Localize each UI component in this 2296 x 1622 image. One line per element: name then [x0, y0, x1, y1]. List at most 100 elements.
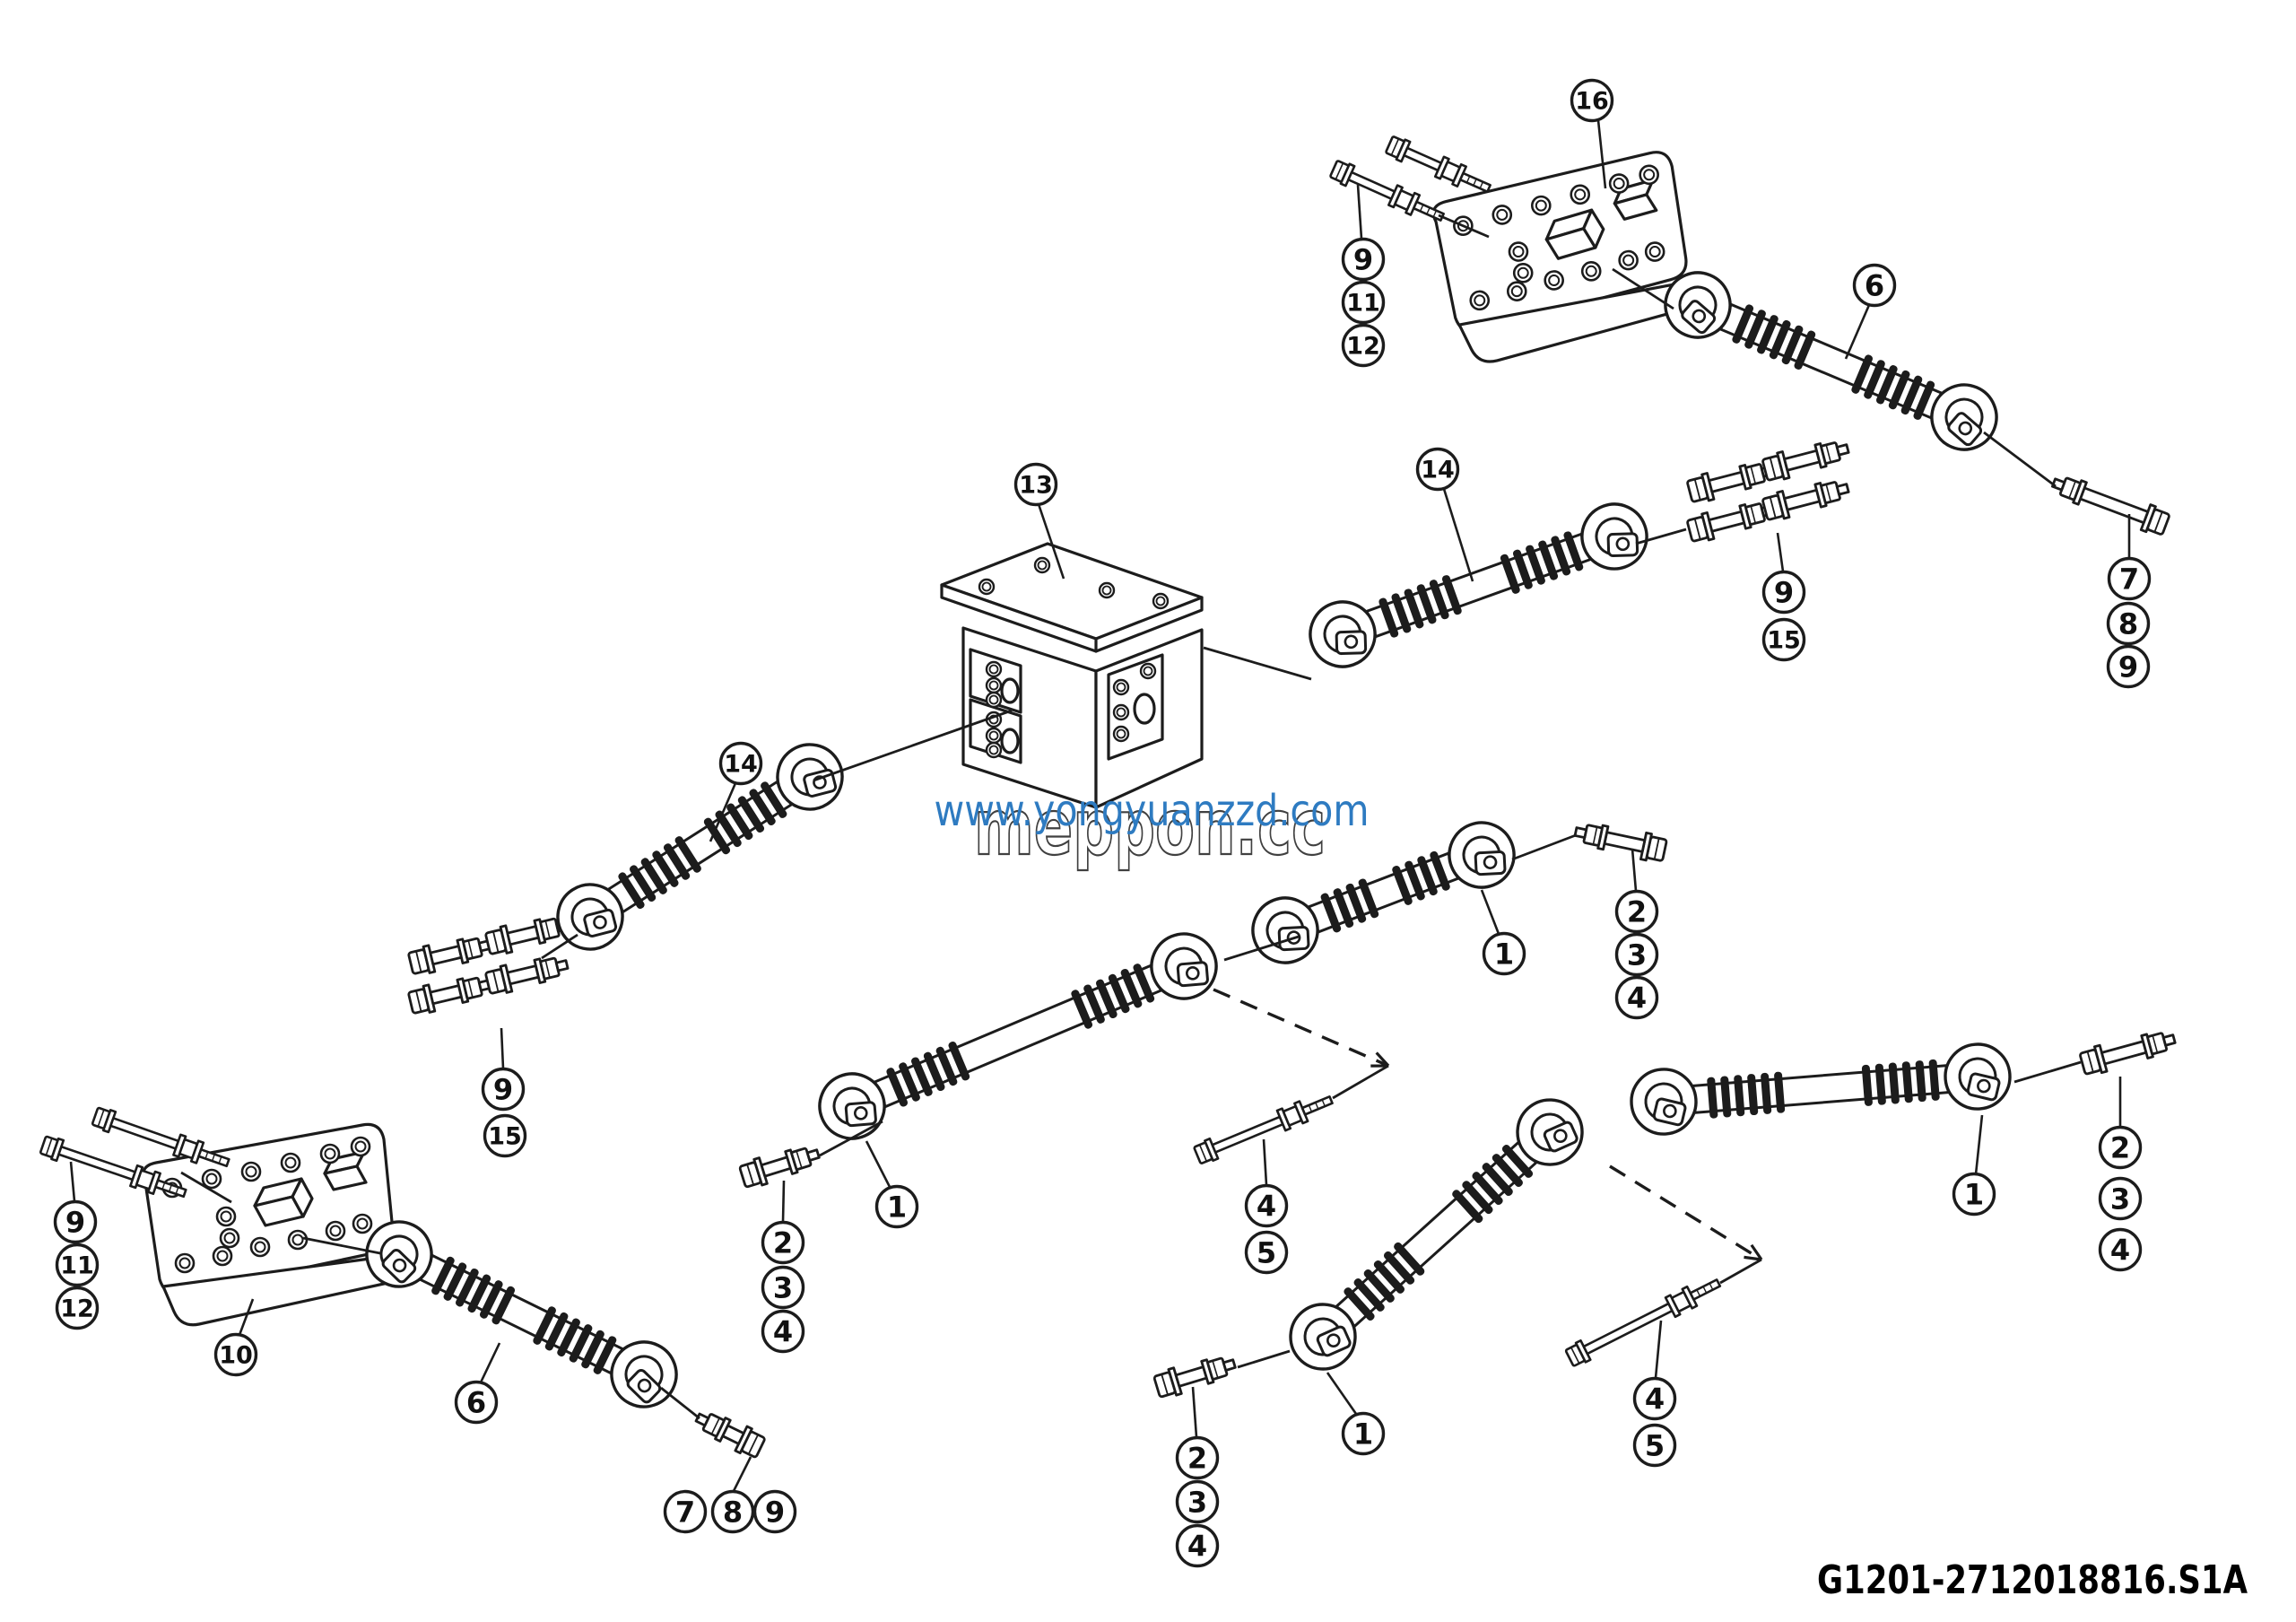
callout-11: 11: [55, 1243, 100, 1287]
callout-leader: [1037, 503, 1065, 580]
callout-leader: [1191, 1386, 1198, 1438]
torque-rod-1-right: [1630, 1042, 2012, 1136]
callout-label: 9: [765, 1496, 785, 1530]
callout-label: 3: [1187, 1486, 1207, 1520]
group-bolt: [1761, 441, 1850, 482]
bolt-set-915-left: [407, 917, 570, 1015]
callout-leader: [1442, 488, 1474, 582]
long-bolt-16b: [1385, 135, 1492, 193]
watermark-url-text: www.yongyuanzzd.com: [935, 786, 1370, 836]
callout-2: 2: [1614, 889, 1659, 934]
long-bolt-10b: [91, 1106, 230, 1168]
callout-label: 8: [2118, 607, 2138, 641]
pin-bolt-234-middle: [738, 1147, 821, 1189]
assembly-line: [660, 1386, 700, 1420]
callout-leader: [238, 1298, 255, 1336]
torque-rod-6-upper: [1664, 271, 1998, 451]
callout-leader: [69, 1161, 76, 1202]
callout-label: 7: [675, 1496, 695, 1530]
assembly-line: [180, 1171, 232, 1204]
transfer-case-bracket-13: [940, 542, 1204, 809]
callout-3: 3: [2098, 1176, 2143, 1221]
callout-5: 5: [1632, 1423, 1677, 1468]
callout-label: 8: [723, 1496, 743, 1530]
callout-label: 4: [1627, 981, 1647, 1016]
callout-leader: [479, 1342, 501, 1383]
pin-bolt-234-right: [2079, 1032, 2177, 1076]
assembly-line: [813, 709, 1013, 782]
long-bolt-10a: [39, 1135, 187, 1199]
callout-label: 3: [2110, 1182, 2130, 1216]
callout-12: 12: [55, 1286, 100, 1330]
callout-label: 4: [2110, 1234, 2130, 1268]
callout-9: 9: [1761, 570, 1806, 615]
callout-label: 6: [466, 1386, 486, 1420]
callout-13: 13: [1013, 462, 1058, 507]
assembly-line: [1612, 267, 1674, 310]
callout-leader: [1654, 1320, 1663, 1379]
callout-label: 13: [1019, 472, 1053, 500]
callout-leader: [1262, 1138, 1268, 1186]
callout-9: 9: [53, 1199, 98, 1244]
callout-leader: [1326, 1372, 1358, 1415]
callout-label: 9: [1774, 576, 1794, 610]
assembly-line: [1223, 935, 1300, 962]
callout-6: 6: [1852, 263, 1897, 308]
callout-label: 5: [1645, 1429, 1665, 1463]
watermark-site-text: meppon.cc: [974, 783, 1326, 873]
long-bolt-45-lower: [1564, 1278, 1722, 1367]
callout-1: 1: [1482, 931, 1526, 976]
pin-bolt-789-lower: [694, 1412, 766, 1459]
group-bolt: [484, 956, 570, 995]
callout-label: 7: [2119, 562, 2139, 597]
torque-rod-1-middle: [818, 932, 1218, 1140]
assembly-line: [819, 1120, 883, 1157]
callout-4: 4: [1632, 1376, 1677, 1421]
callout-label: 5: [1257, 1236, 1276, 1270]
callout-leader: [709, 782, 737, 842]
arrowhead: [1370, 1051, 1390, 1068]
callout-label: 15: [1767, 627, 1801, 655]
callout-label: 9: [1353, 243, 1373, 277]
callout-label: 3: [773, 1271, 793, 1305]
callout-3: 3: [1614, 932, 1659, 977]
callout-leader: [781, 1180, 786, 1223]
callout-label: 1: [887, 1190, 907, 1225]
callout-label: 14: [1421, 457, 1455, 484]
assembly-line: [1438, 214, 1490, 239]
callout-14: 14: [718, 741, 763, 786]
callout-label: 1: [1964, 1178, 1984, 1212]
callout-label: 9: [65, 1206, 85, 1240]
callout-label: 4: [1187, 1530, 1207, 1564]
assembly-line: [1332, 1064, 1389, 1100]
assembly-lines-layer: [180, 214, 2082, 1420]
callout-leader: [1596, 119, 1607, 189]
callout-label: 10: [219, 1342, 253, 1370]
callout-4: 4: [1614, 975, 1659, 1020]
callout-leader: [500, 1027, 505, 1069]
assembly-line: [541, 933, 578, 960]
callout-leader: [732, 1456, 752, 1492]
callout-3: 3: [761, 1265, 805, 1310]
callout-6: 6: [454, 1380, 499, 1425]
callout-9: 9: [1341, 237, 1386, 282]
callout-leader: [1844, 304, 1871, 360]
callout-4: 4: [761, 1309, 805, 1354]
pin-bolt-234-lower: [1152, 1356, 1237, 1399]
callouts-layer: 1691112678913149151491512341234451234123…: [53, 78, 2152, 1568]
callout-label: 2: [1627, 895, 1647, 929]
bolt-set-915-right: [1686, 441, 1850, 543]
assembly-line: [1719, 1258, 1762, 1285]
callout-9: 9: [2106, 644, 2151, 689]
callout-2: 2: [761, 1220, 805, 1265]
callout-1: 1: [1341, 1411, 1386, 1456]
callout-14: 14: [1415, 447, 1460, 492]
callout-label: 9: [2118, 650, 2138, 685]
long-bolt-45-middle: [1193, 1095, 1334, 1164]
drawing-number: G1201-2712018816.S1A: [1817, 1557, 2248, 1603]
assembly-line: [1203, 646, 1312, 681]
assembly-line: [1983, 431, 2057, 488]
callout-label: 4: [1257, 1190, 1276, 1224]
